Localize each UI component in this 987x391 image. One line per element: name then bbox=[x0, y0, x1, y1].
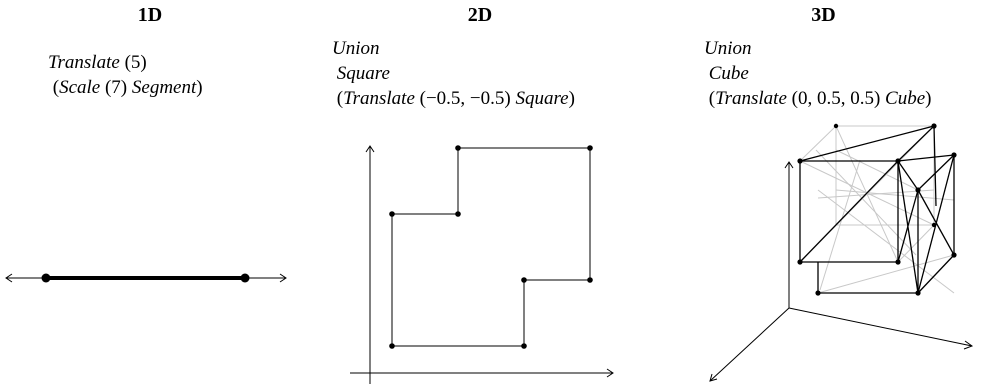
code-line: Union bbox=[332, 36, 575, 61]
code-text: ) bbox=[568, 88, 575, 109]
arrow-left-icon bbox=[5, 273, 13, 283]
code-text: (5) bbox=[119, 52, 147, 73]
vertices bbox=[797, 123, 957, 296]
code-line: (Scale (7) Segment) bbox=[48, 75, 203, 100]
vertices bbox=[389, 145, 593, 349]
code-keyword: Translate bbox=[715, 88, 787, 109]
code-keyword: Scale bbox=[59, 77, 101, 98]
visible-edges bbox=[799, 125, 955, 294]
panel-title: 2D bbox=[467, 4, 493, 26]
union-outline bbox=[391, 147, 591, 347]
panel-title: 3D bbox=[811, 4, 836, 26]
endpoint bbox=[41, 273, 51, 283]
panel-title: 1D bbox=[137, 4, 163, 26]
code-keyword: Union bbox=[704, 38, 752, 59]
x-axis-arrow-icon bbox=[963, 340, 974, 350]
code-keyword: Translate bbox=[48, 52, 120, 73]
code-text: ) bbox=[925, 88, 932, 109]
panel-1d: 1D Translate (5) (Scale (7) Segment) bbox=[0, 0, 300, 391]
code-block: Union Cube (Translate (0, 0.5, 0.5) Cube… bbox=[704, 36, 931, 111]
code-keyword: Union bbox=[332, 38, 380, 59]
code-line: (Translate (0, 0.5, 0.5) Cube) bbox=[704, 86, 932, 111]
y-axis-arrow-icon bbox=[709, 373, 718, 382]
code-line: Translate (5) bbox=[48, 50, 203, 75]
cube-union-plot bbox=[709, 123, 974, 382]
code-keyword: Cube bbox=[885, 88, 926, 109]
x-axis bbox=[788, 307, 973, 347]
code-line: (Translate (−0.5, −0.5) Square) bbox=[332, 86, 575, 111]
segment-plot bbox=[5, 273, 287, 283]
y-axis bbox=[709, 307, 790, 382]
code-text: ) bbox=[196, 77, 203, 98]
x-axis-arrow-icon bbox=[606, 368, 614, 378]
code-text: (0, 0.5, 0.5) bbox=[786, 88, 886, 109]
code-text: ( bbox=[332, 88, 344, 109]
hidden-edges bbox=[799, 125, 955, 294]
code-keyword: Square bbox=[515, 88, 569, 109]
panel-2d: 2D Union Square (Translate (−0.5, −0.5) … bbox=[300, 0, 660, 391]
y-axis-arrow-icon bbox=[365, 145, 375, 153]
code-text: (7) bbox=[100, 77, 132, 98]
code-line: Union bbox=[704, 36, 931, 61]
panel-3d: 3D Union Cube (Translate (0, 0.5, 0.5) C… bbox=[660, 0, 987, 391]
code-text: ( bbox=[48, 77, 60, 98]
code-line: Square bbox=[332, 61, 575, 86]
square-union-plot bbox=[350, 145, 614, 384]
code-text: (−0.5, −0.5) bbox=[414, 88, 516, 109]
code-line: Cube bbox=[704, 61, 931, 86]
code-keyword: Segment bbox=[131, 77, 197, 98]
code-block: Translate (5) (Scale (7) Segment) bbox=[48, 50, 203, 100]
code-block: Union Square (Translate (−0.5, −0.5) Squ… bbox=[332, 36, 575, 111]
arrow-right-icon bbox=[279, 273, 287, 283]
endpoint bbox=[240, 273, 250, 283]
code-keyword: Cube bbox=[708, 63, 749, 84]
code-keyword: Square bbox=[336, 63, 390, 84]
z-axis-arrow-icon bbox=[784, 161, 794, 169]
code-text: ( bbox=[704, 88, 716, 109]
code-keyword: Translate bbox=[343, 88, 415, 109]
